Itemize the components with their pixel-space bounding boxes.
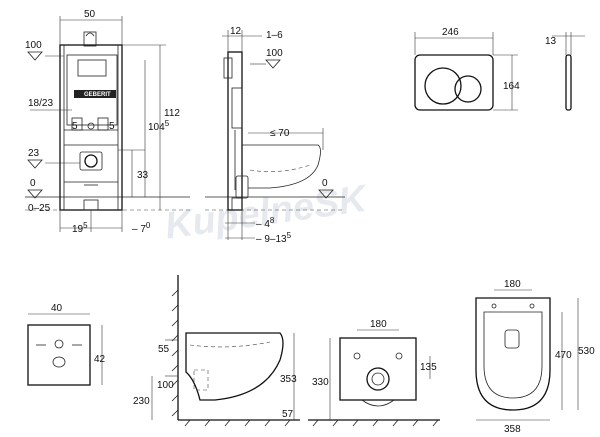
flush-plate-front: 246 164 [414,27,520,111]
top-470-label: 470 [555,350,572,361]
rear-135-label: 135 [420,362,437,373]
front-level-23-label: 23 [28,148,40,159]
front-view: GEBERIT 50 100 18/23 5 5 23 0 0–25 [25,9,190,235]
front-level-18-23-label: 18/23 [28,98,53,109]
rear-330-label: 330 [312,377,329,388]
front-left-5-label: 5 [72,121,78,132]
wc-side-view: 55 100 230 353 57 [133,275,300,427]
side-top-1-6-label: 1–6 [266,30,283,41]
side-level-0-label: 0 [322,178,328,189]
side-bottom-9-13-label: – 9–135 [256,231,292,245]
wc-55-label: 55 [158,344,170,355]
access-width-label: 40 [51,303,63,314]
access-height-label: 42 [94,354,106,365]
wc-57-label: 57 [282,409,294,420]
front-bottom-7-label: – 70 [132,221,151,235]
wc-353-label: 353 [280,374,297,385]
top-180-label: 180 [504,279,521,290]
front-width-label: 50 [84,9,96,20]
wc-rear-view: 180 135 330 [308,319,440,427]
side-reach-70-label: ≤ 70 [270,128,290,139]
front-height-112-label: 112 [164,108,180,119]
flush-depth-label: 13 [545,36,557,47]
access-plate-view: 40 42 [27,303,106,386]
wc-top-view: 180 470 530 358 [475,279,595,435]
front-level-0-label: 0 [30,178,36,189]
front-bottom-19-label: 195 [72,221,88,235]
wc-230-label: 230 [133,396,150,407]
side-view: 12 1–6 100 ≤ 70 0 – 48 – 9–135 [205,26,345,245]
wc-100-label: 100 [157,380,174,391]
side-top-12-label: 12 [230,26,242,37]
front-level-100-label: 100 [25,40,42,51]
top-530-label: 530 [578,346,595,357]
rear-180-label: 180 [370,319,387,330]
flush-height-label: 164 [503,81,520,92]
flush-width-label: 246 [442,27,459,38]
top-358-label: 358 [504,424,521,435]
flush-plate-side: 13 [545,32,585,111]
front-height-33-label: 33 [137,170,149,181]
front-level-0-25-label: 0–25 [28,203,51,214]
side-level-100-label: 100 [266,48,283,59]
front-height-104-label: 1045 [148,119,170,133]
brand-label: GEBERIT [84,92,111,98]
front-right-5-label: 5 [109,121,115,132]
